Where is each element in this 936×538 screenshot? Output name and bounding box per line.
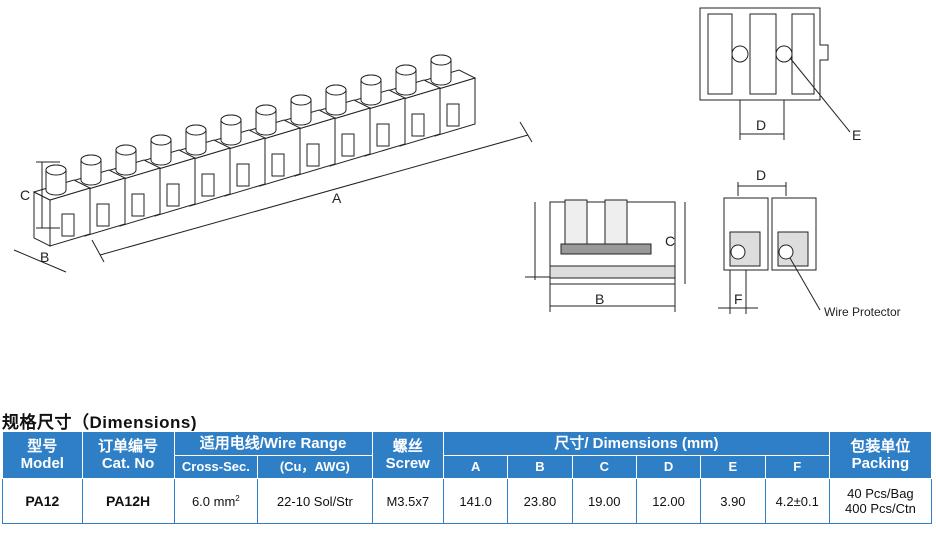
header-dim-a: A: [442, 454, 509, 479]
cell-screw: M3.5x7: [371, 478, 444, 524]
isometric-terminal-block-drawing: A B C: [13, 54, 533, 273]
terminal-segment: [32, 164, 92, 247]
side-label-c: C: [665, 233, 675, 249]
wire-protector-label: Wire Protector: [824, 305, 901, 319]
header-dim-b: B: [507, 454, 573, 479]
cell-dim-a: 141.0: [442, 478, 509, 524]
front-label-f: F: [734, 291, 743, 307]
top-view-drawing: D E: [699, 7, 861, 143]
header-dim-e: E: [700, 454, 766, 479]
top-view-label-e: E: [852, 127, 861, 143]
cell-dim-c: 19.00: [571, 478, 637, 524]
top-view-label-d: D: [756, 117, 766, 133]
cell-awg: 22-10 Sol/Str: [257, 478, 373, 524]
dim-label-a: A: [332, 190, 342, 206]
front-label-d: D: [756, 170, 766, 183]
header-wire-range: 适用电线/Wire Range: [173, 431, 373, 456]
cell-cross-sec: 6.0 mm2: [173, 478, 259, 524]
cell-dim-e: 3.90: [700, 478, 766, 524]
cell-dim-f: 4.2±0.1: [764, 478, 830, 524]
header-dim-d: D: [635, 454, 702, 479]
table-header-row-2: Cross-Sec. (Cu，AWG) A B C D E F: [3, 454, 932, 479]
table-row: PA12 PA12H 6.0 mm2 22-10 Sol/Str M3.5x7 …: [2, 478, 933, 524]
header-cross-sec: Cross-Sec.: [173, 454, 259, 479]
cell-dim-b: 23.80: [507, 478, 573, 524]
header-dim-f: F: [764, 454, 830, 479]
dim-label-c: C: [20, 187, 30, 203]
cell-cat-no: PA12H: [81, 478, 175, 524]
cell-model: PA12: [2, 478, 83, 524]
section-title: 规格尺寸（Dimensions): [2, 413, 198, 432]
dim-label-b: B: [40, 249, 49, 265]
side-label-b: B: [595, 291, 604, 307]
cell-dim-d: 12.00: [635, 478, 702, 524]
header-awg: (Cu，AWG): [257, 454, 373, 479]
side-section-drawing: C B: [525, 199, 686, 312]
header-dimensions: 尺寸/ Dimensions (mm): [442, 431, 830, 456]
front-view-drawing: D F Wire Protector: [718, 170, 901, 319]
header-dim-c: C: [571, 454, 637, 479]
